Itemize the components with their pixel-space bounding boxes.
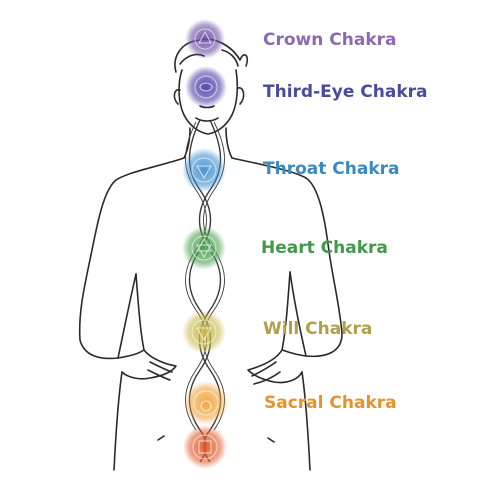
- label-heart-chakra: Heart Chakra: [261, 238, 388, 258]
- label-throat-chakra: Throat Chakra: [263, 159, 400, 179]
- label-crown-chakra: Crown Chakra: [263, 30, 397, 50]
- label-will-chakra: Will Chakra: [263, 319, 373, 339]
- label-sacral-chakra: Sacral Chakra: [264, 393, 397, 413]
- body-outline: [78, 38, 343, 471]
- energy-helix: [185, 119, 225, 463]
- label-third-eye-chakra: Third-Eye Chakra: [263, 82, 428, 102]
